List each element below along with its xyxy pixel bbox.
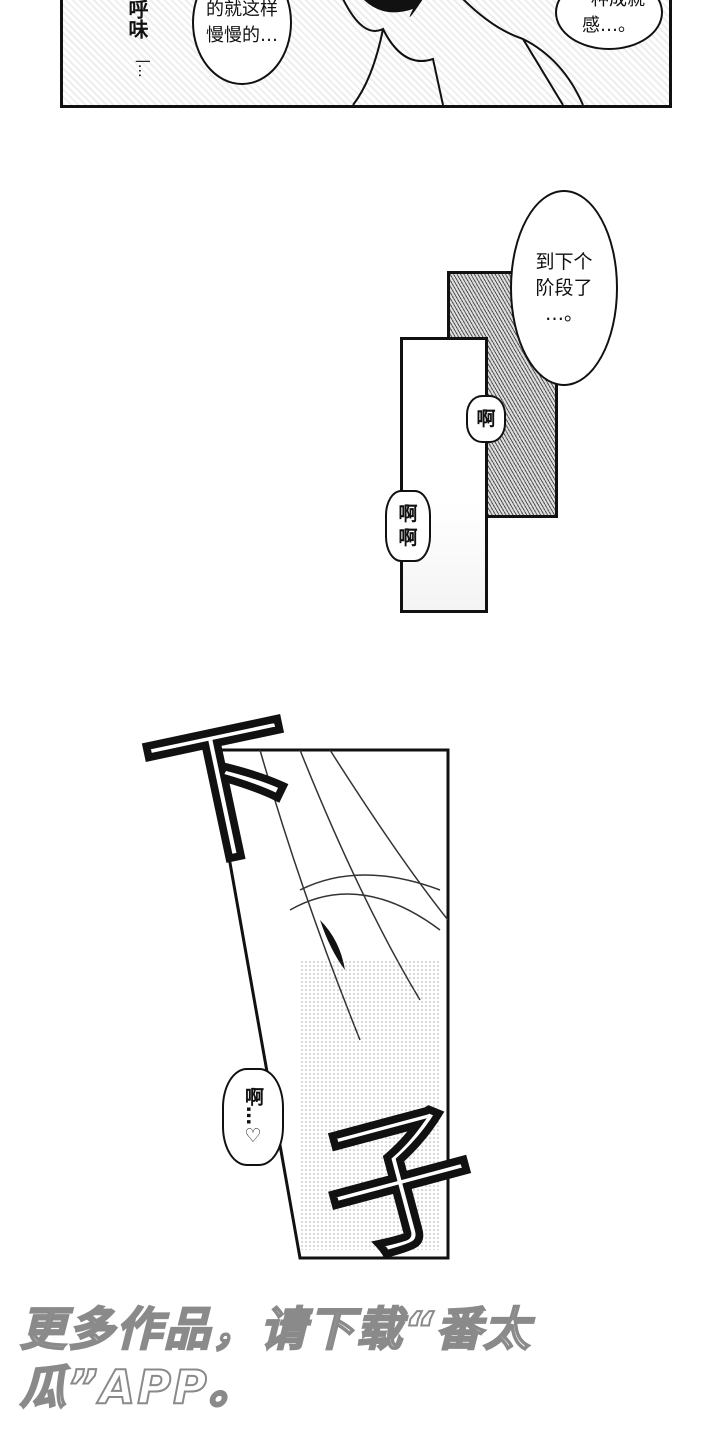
sfx-top: 下	[132, 693, 318, 897]
sfx-breath: 呼味	[125, 0, 149, 39]
sfx-dots: |…	[135, 59, 151, 78]
panel-3	[400, 337, 488, 613]
moan-bubble-2: 啊 啊	[385, 490, 431, 562]
moan-bubble-3: 啊…♡	[222, 1068, 284, 1166]
characters-art	[342, 0, 584, 105]
moan-bubble-1: 啊	[466, 395, 506, 443]
speech-bubble: 到下个 阶段了 …。	[510, 190, 618, 386]
watermark: 更多作品，请下载“番太瓜”APP。	[19, 1301, 532, 1415]
panel-4	[208, 748, 450, 1260]
